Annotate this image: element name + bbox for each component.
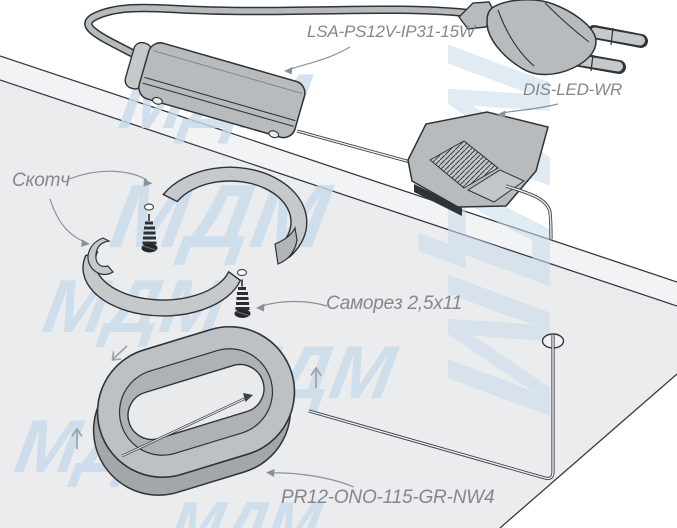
supply-mount-notch [151,96,163,105]
direction-arrows [71,345,322,449]
leader-dimmer-switch [497,103,559,118]
handle-wire-lead [121,393,253,458]
panel-edge-front-line [0,79,677,307]
label-screw: Саморез 2,5x11 [326,293,462,314]
leader-lines [49,46,559,488]
up-arrow [310,366,322,388]
label-power-supply: LSA-PS12V-IP31-15W [307,22,475,41]
plug-pin [587,25,648,48]
led-switch [407,111,549,216]
leader-power-supply [284,46,351,75]
panel-right-edge-line [499,373,677,528]
switch-panel-window [466,169,526,203]
leader-tape-lower [49,198,90,247]
tape-piece-lower [82,237,242,317]
tape-curl [87,237,114,276]
power-cable [84,3,471,72]
tape-piece-upper [162,166,308,265]
up-right-arrow [243,393,253,402]
handle-wire [308,335,555,480]
leader-handle [266,469,355,488]
label-tape: Скотч [12,170,70,191]
oval-handle [92,325,296,496]
screw [141,203,158,253]
power-supply [124,41,306,139]
switch-output-wire [505,184,553,240]
supply-to-switch-wire [296,129,415,165]
label-handle-profile: PR12-ONO-115-GR-NW4 [281,487,495,508]
plug-body [486,0,597,76]
up-arrow [71,427,83,449]
tape-end-flap [274,226,298,265]
watermark-text: МДМ [166,489,328,528]
down-left-arrow [111,345,128,361]
supply-mount-notch [268,130,280,139]
handle-opening [127,363,265,441]
power-plug [458,0,648,76]
leader-tape-upper [68,170,153,187]
switch-base [414,184,462,216]
leader-screw [256,300,328,312]
label-dimmer-switch: DIS-LED-WR [523,80,623,99]
panel-edge-band [0,56,677,306]
supply-body [138,42,306,139]
panel-edge-back-line [0,55,677,283]
ir-sensor-window [429,140,499,189]
